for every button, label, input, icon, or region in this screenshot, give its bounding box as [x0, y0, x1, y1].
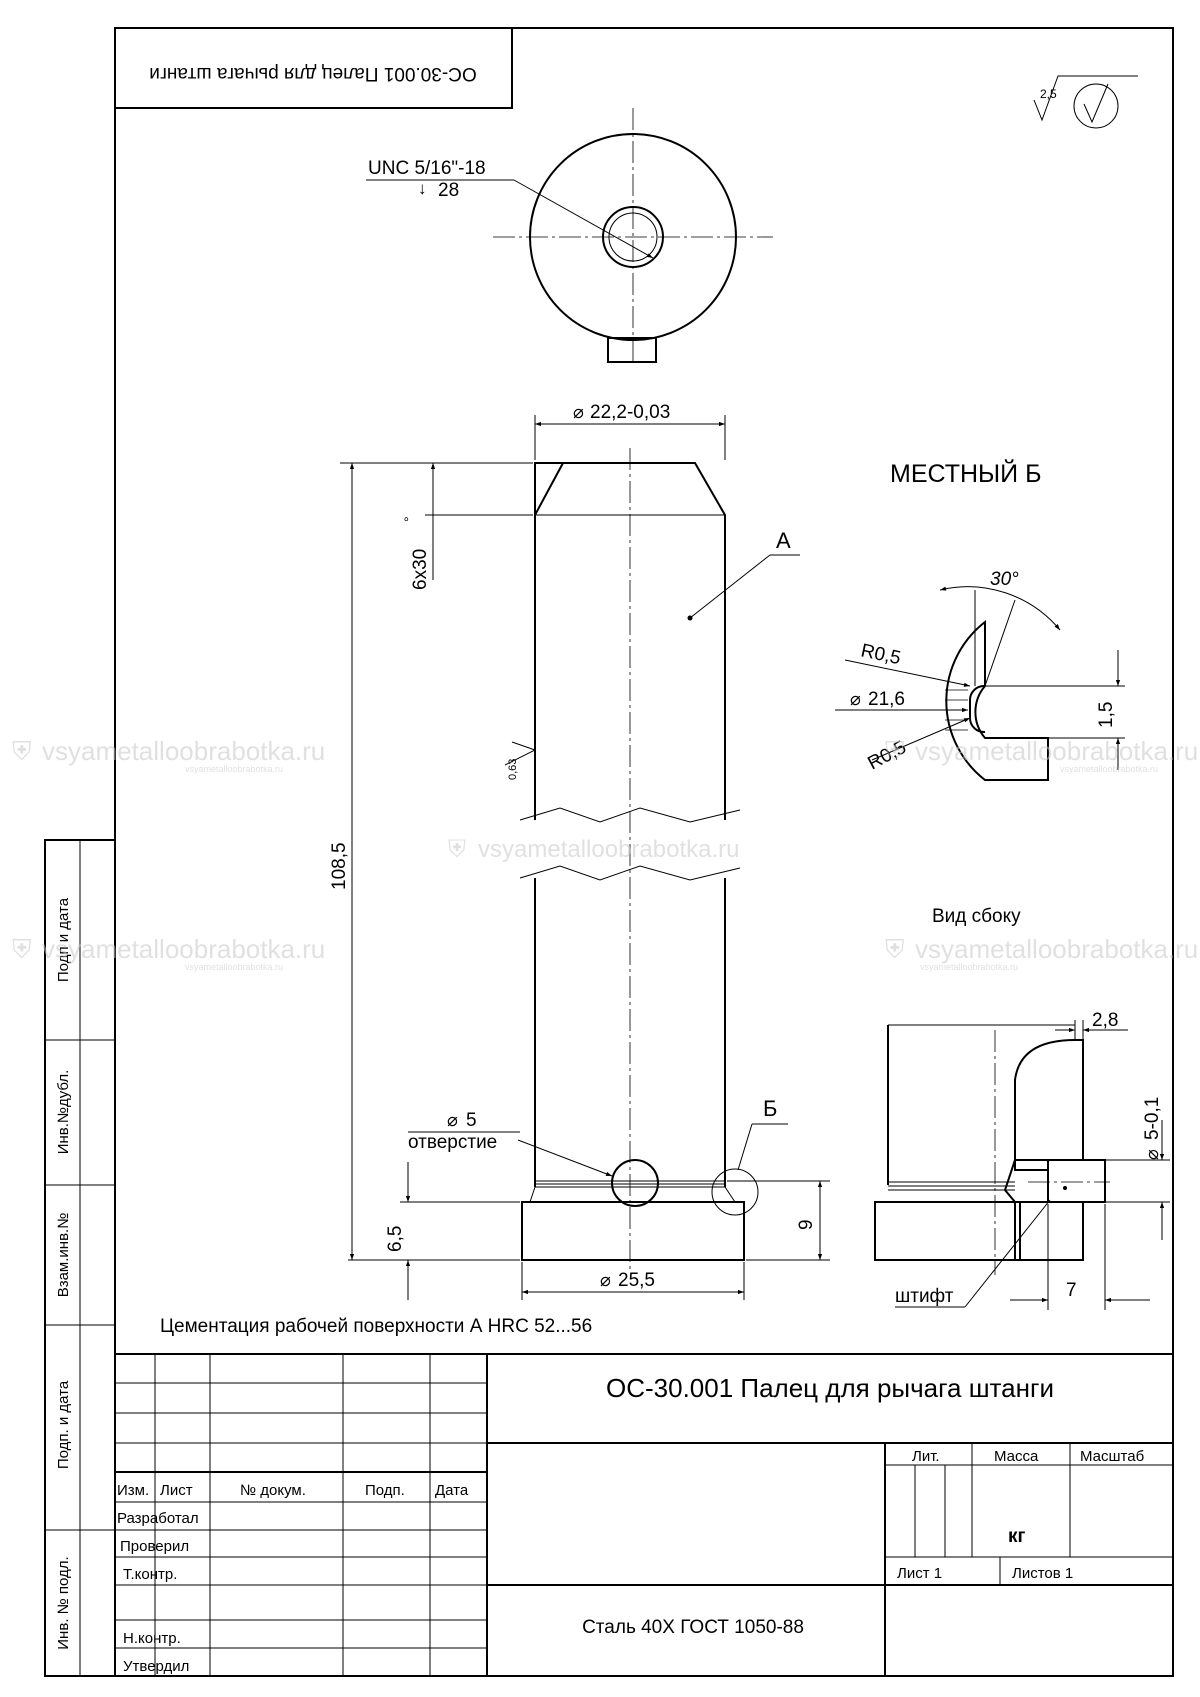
watermark-2: ⛨ vsyametalloobrabotka.ru vsyametalloobr… [12, 934, 325, 972]
watermark-4: ⛨ vsyametalloobrabotka.ru vsyametalloobr… [885, 736, 1198, 774]
material: Сталь 40Х ГОСТ 1050-88 [582, 1617, 804, 1638]
chamfer-degree: ° [401, 516, 417, 522]
role-developer: Разработал [117, 1510, 199, 1527]
col-header-sign: Подп. [365, 1482, 405, 1499]
watermark-3: ⛨ vsyametalloobrabotka.ru [448, 836, 739, 863]
chamfer-dim: 6x30 [410, 549, 431, 590]
dia-top: 22,2-0,03 [590, 402, 670, 423]
dia-top-symbol: ⌀ [573, 402, 584, 422]
role-checker: Проверил [120, 1538, 189, 1555]
sheet-label: Лист 1 [897, 1565, 942, 1582]
lit-label: Лит. [912, 1448, 940, 1465]
watermark-small-4: vsyametalloobrabotka.ru [1060, 764, 1158, 774]
mass-label: Масса [994, 1448, 1039, 1465]
hardening-note: Цементация рабочей поверхности А HRC 52.… [160, 1316, 592, 1337]
hole-dia: 5 [466, 1110, 477, 1131]
thread-label: UNC 5/16"-18 [368, 158, 486, 179]
mass-unit: кг [1008, 1526, 1026, 1547]
left-strip-labels: Подп и дата Инв.№дубл. Взам.инв.№ Подп. … [55, 897, 72, 1649]
hole-dia-symbol: ⌀ [447, 1110, 458, 1130]
watermark-small-5: vsyametalloobrabotka.ru [920, 962, 1018, 972]
pin-label: штифт [895, 1286, 954, 1307]
height-9: 9 [796, 1219, 817, 1230]
side-dia-symbol: ⌀ [1142, 1149, 1162, 1160]
detail-label: Б [763, 1096, 777, 1121]
side-dia-pin: 5-0,1 [1142, 1097, 1163, 1140]
side-dim-7: 7 [1066, 1280, 1077, 1301]
watermark-1: ⛨ vsyametalloobrabotka.ru vsyametalloobr… [12, 736, 325, 774]
roughness-general-value: 2,5 [1040, 87, 1057, 101]
watermarks: ⛨ vsyametalloobrabotka.ru vsyametalloobr… [12, 736, 1198, 972]
watermark-small-2: vsyametalloobrabotka.ru [185, 962, 283, 972]
watermark-text-4: vsyametalloobrabotka.ru [915, 736, 1198, 766]
top-view: UNC 5/16"-18 ↓ 28 [366, 108, 773, 363]
dia-bottom: 25,5 [618, 1270, 655, 1291]
watermark-text-5: vsyametalloobrabotka.ru [915, 934, 1198, 964]
role-norm-control: Н.контр. [123, 1630, 181, 1647]
strip-label-4: Подп. и дата [55, 1380, 72, 1469]
side-dim-2-8: 2,8 [1092, 1010, 1118, 1031]
watermark-text-3: vsyametalloobrabotka.ru [478, 836, 739, 863]
upside-down-stamp: ОС-30.001 Палец для рычага штанги [114, 27, 513, 109]
side-view: Вид сбоку 2,8 ⌀ 5-0,1 штифт [874, 906, 1170, 1310]
watermark-logo-icon: ⛨ [885, 736, 905, 766]
title-block: ОС-30.001 Палец для рычага штанги Изм. Л… [114, 1353, 1174, 1677]
watermark-logo-icon: ⛨ [885, 934, 905, 964]
col-header-list: Лист [160, 1482, 193, 1499]
detail-dia-symbol: ⌀ [850, 689, 861, 709]
strip-label-2: Инв.№дубл. [55, 1070, 72, 1155]
detail-dia-groove: 21,6 [868, 689, 905, 710]
scale-label: Масштаб [1080, 1448, 1144, 1465]
general-roughness-symbol: 2,5 [1033, 75, 1138, 129]
detail-angle: 30° [990, 569, 1019, 590]
roughness-local: 0,63 [507, 759, 519, 780]
length-dim: 108,5 [329, 842, 350, 890]
col-header-date: Дата [435, 1482, 469, 1499]
main-view: ⌀ 22,2-0,03 6x30 ° 108,5 0,63 А ⌀ 5 отве… [329, 402, 830, 1300]
title-block-title: ОС-30.001 Палец для рычага штанги [606, 1373, 1054, 1403]
watermark-text-2: vsyametalloobrabotka.ru [42, 934, 325, 964]
surface-label: А [776, 528, 791, 553]
watermark-text-1: vsyametalloobrabotka.ru [42, 736, 325, 766]
detail-view: МЕСТНЫЙ Б 30° R0,5 ⌀ 21,6 R0,5 1,5 [835, 458, 1125, 781]
strip-label-3: Взам.инв.№ [55, 1213, 72, 1298]
sheets-label: Листов 1 [1012, 1565, 1073, 1582]
stamp-title: ОС-30.001 Палец для рычага штанги [149, 63, 476, 84]
watermark-5: ⛨ vsyametalloobrabotka.ru vsyametalloobr… [885, 934, 1198, 972]
dia-bottom-symbol: ⌀ [600, 1270, 611, 1290]
col-header-izm: Изм. [117, 1482, 149, 1499]
detail-title: МЕСТНЫЙ Б [890, 458, 1042, 488]
watermark-logo-icon: ⛨ [12, 934, 32, 964]
thread-depth-symbol: ↓ [418, 179, 427, 198]
role-approver: Утвердил [123, 1658, 189, 1675]
height-6-5: 6,5 [385, 1226, 406, 1252]
col-header-doc: № докум. [240, 1482, 306, 1499]
strip-label-5: Инв. № подл. [55, 1556, 72, 1649]
detail-radius-top: R0,5 [859, 640, 903, 669]
strip-label-1: Подп и дата [55, 897, 72, 982]
hole-label: отверстие [408, 1132, 497, 1153]
side-title: Вид сбоку [932, 906, 1021, 927]
watermark-logo-icon: ⛨ [448, 836, 466, 863]
detail-depth: 1,5 [1096, 702, 1117, 728]
role-tech-control: Т.контр. [123, 1566, 177, 1583]
thread-depth: 28 [438, 180, 459, 201]
watermark-logo-icon: ⛨ [12, 736, 32, 766]
watermark-small-1: vsyametalloobrabotka.ru [185, 764, 283, 774]
